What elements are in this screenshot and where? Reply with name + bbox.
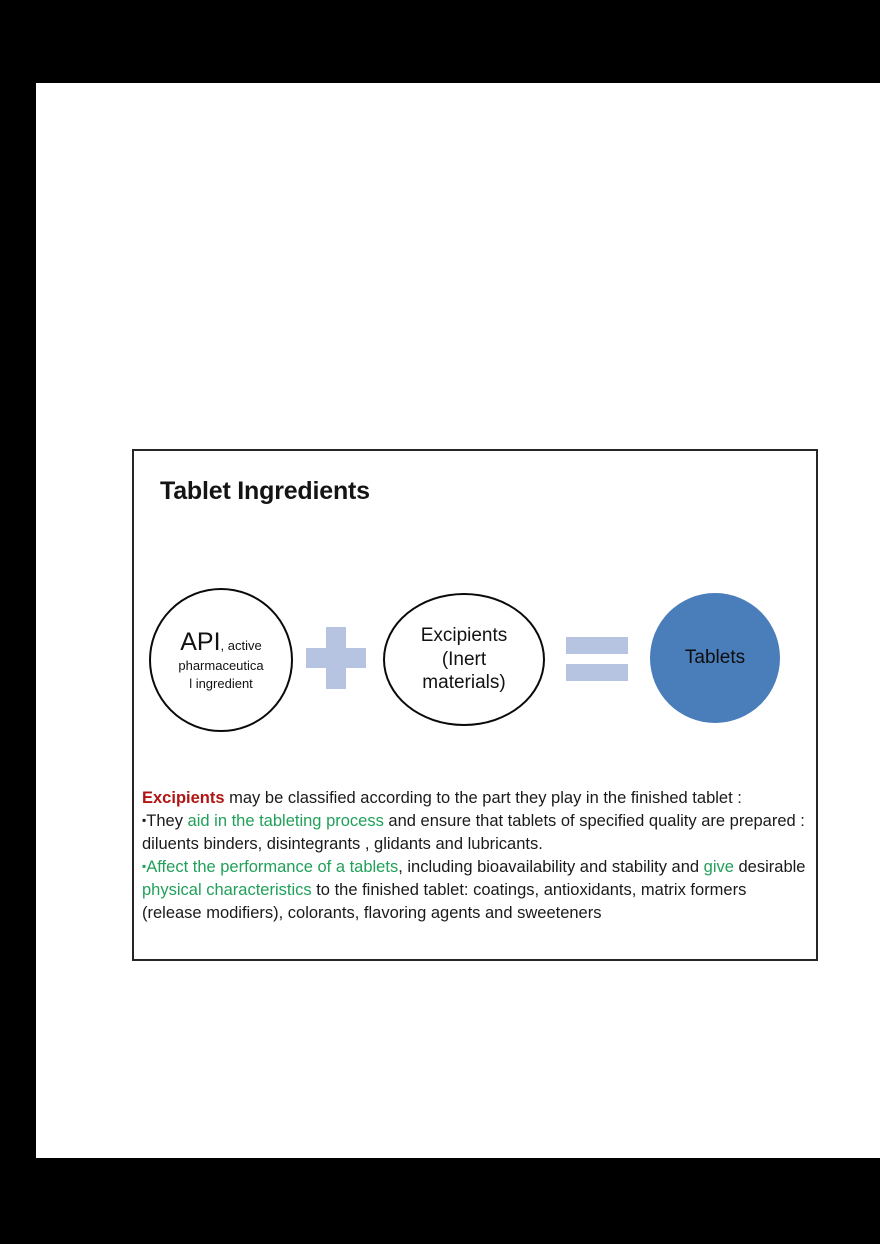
body-p1-rest: may be classified according to the part … [224,789,742,807]
api-label-line2b: l ingredient [189,675,253,691]
body-paragraph-1: Excipients may be classified according t… [142,787,810,810]
excipients-label-line2: (Inert [441,648,487,670]
api-label-sub: , active [220,637,262,653]
body-p3-seg3-green: give [703,858,734,877]
body-p1-lead: Excipients [142,789,225,807]
bullet-square-icon: ▪ [142,813,147,828]
excipients-label-line1: Excipients [420,624,508,646]
excipients-label: Excipients (Inert materials) [394,624,534,695]
body-p2-seg3: and ensure that tablets of specified qua… [142,812,805,854]
body-p3-seg2: , including bioavailability and stabilit… [398,858,704,877]
document-page: Tablet Ingredients API, active pharmaceu… [36,83,880,1158]
body-p3-seg6: to the finished tablet: coatings, antiox… [142,881,747,923]
slide-frame: Tablet Ingredients API, active pharmaceu… [132,449,818,961]
api-circle-shape: API, active pharmaceutica l ingredient [149,588,293,732]
tablets-circle-shape: Tablets [650,593,780,723]
equals-icon [566,637,628,681]
body-p2-seg2-green: aid in the tableting process [187,812,384,831]
body-p3-seg1-green: Affect the performance of a tablets [146,858,399,877]
equals-icon-top-bar [566,637,628,654]
body-paragraph-2: ▪They aid in the tableting process and e… [142,810,810,856]
page-title: Tablet Ingredients [160,477,370,505]
plus-icon [306,627,366,689]
slide-body-text: Excipients may be classified according t… [142,787,810,926]
body-p2-seg1: They [146,812,188,831]
api-label-line2a: pharmaceutica [178,657,264,673]
ingredients-diagram: API, active pharmaceutica l ingredient E… [134,581,816,741]
body-p3-seg4: desirable [733,858,806,877]
body-p3-seg5-green: physical characteristics [142,881,312,900]
bullet-square-green-icon: ▪ [142,859,147,874]
tablets-label: Tablets [684,646,746,668]
api-label: API, active pharmaceutica l ingredient [159,627,283,692]
api-label-main: API [180,627,221,656]
equals-icon-bottom-bar [566,664,628,681]
plus-icon-vertical-bar [326,627,346,689]
excipients-label-line3: materials) [422,672,506,694]
excipients-ellipse-shape: Excipients (Inert materials) [383,593,545,726]
body-paragraph-3: ▪Affect the performance of a tablets, in… [142,856,810,925]
